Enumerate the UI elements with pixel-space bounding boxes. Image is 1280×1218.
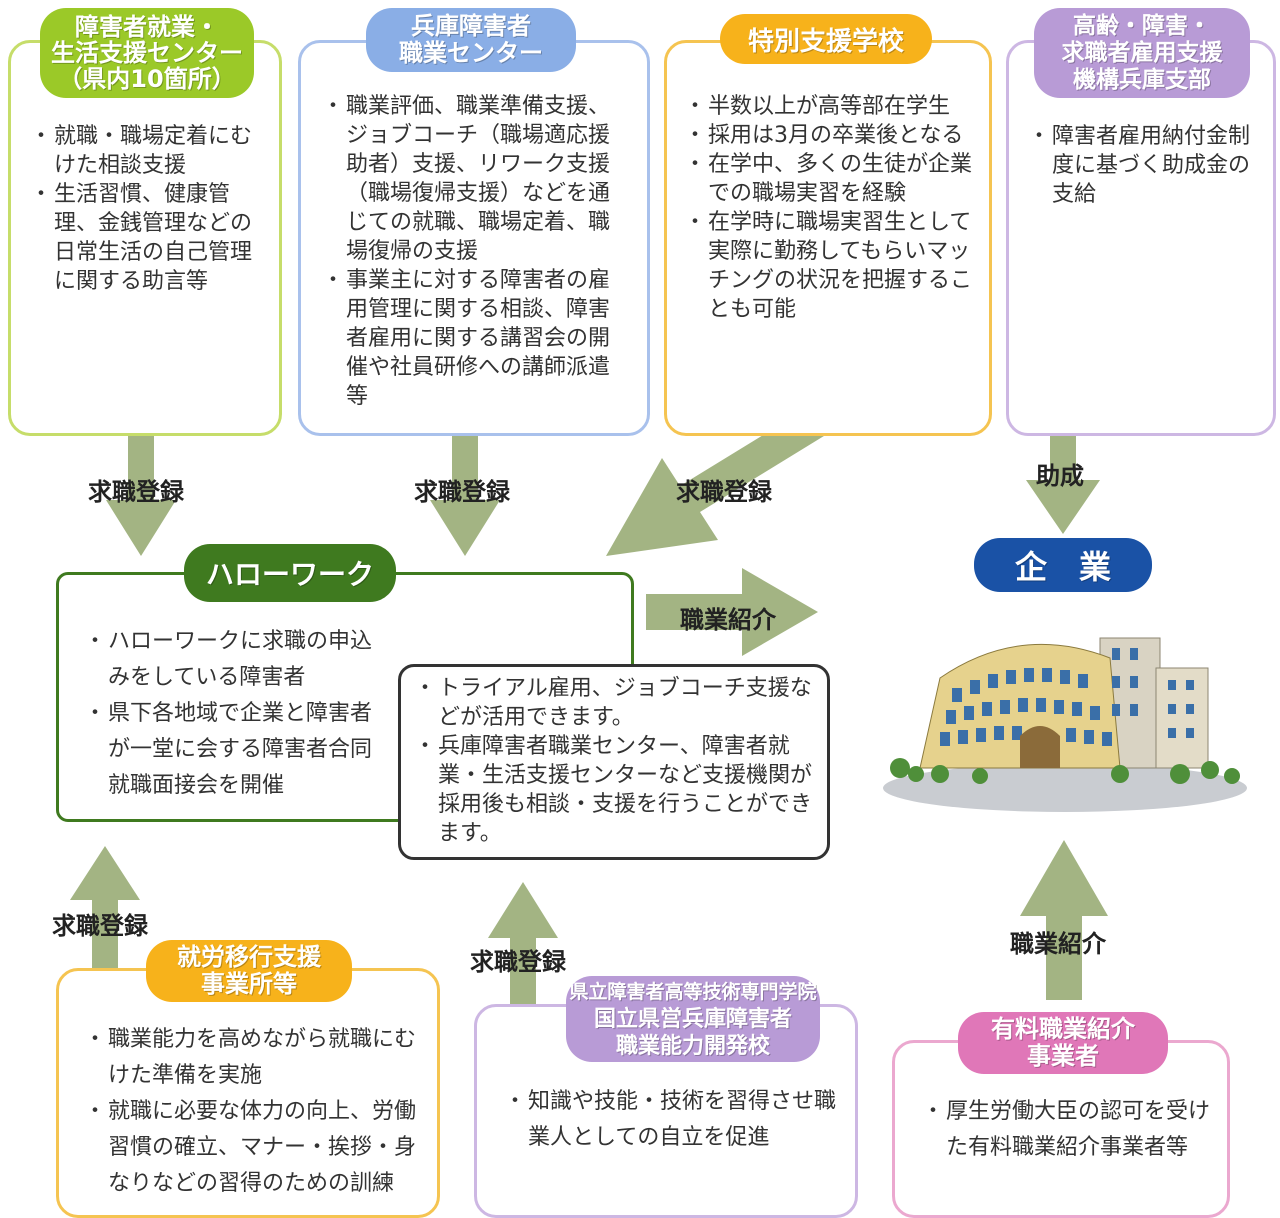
yuryo-shokai-items: 厚生労働大臣の認可を受けた有料職業紹介事業者等	[922, 1094, 1212, 1166]
title-pill-shugyo-seikatsu: 障害者就業・ 生活支援センター （県内10箇所）	[40, 8, 254, 98]
title-pill-shuro-ikou: 就労移行支援 事業所等	[146, 940, 352, 1002]
kiko-items: 障害者雇用納付金制度に基づく助成金の支給	[1028, 122, 1258, 209]
label-josei: 助成	[1036, 462, 1084, 490]
label-shokai-bottom: 職業紹介	[1010, 930, 1106, 958]
list-item: 知識や技能・技術を習得させ職業人としての自立を促進	[504, 1084, 840, 1156]
shokugyo-center-items: 職業評価、職業準備支援、ジョブコーチ（職場適応援助者）支援、リワーク支援（職場復…	[322, 92, 630, 411]
list-item: 職業評価、職業準備支援、ジョブコーチ（職場適応援助者）支援、リワーク支援（職場復…	[322, 92, 630, 266]
label-kyushoku-2: 求職登録	[414, 478, 510, 506]
shugyo-seikatsu-items: 就職・職場定着にむけた相談支援 生活習慣、健康管理、金銭管理などの日常生活の自己…	[30, 122, 262, 296]
shuro-ikou-items: 職業能力を高めながら就職にむけた準備を実施 就職に必要な体力の向上、労働習慣の確…	[84, 1022, 424, 1202]
list-item: 就職に必要な体力の向上、労働習慣の確立、マナー・挨拶・身なりなどの習得のための訓…	[84, 1094, 424, 1202]
list-item: 在学時に職場実習生として実際に勤務してもらいマッチングの状況を把握することも可能	[684, 208, 976, 324]
list-item: 障害者雇用納付金制度に基づく助成金の支給	[1028, 122, 1258, 209]
hellowork-title-pill: ハローワーク	[184, 544, 396, 602]
label-kyushoku-5: 求職登録	[470, 948, 566, 976]
company-building-illustration	[883, 637, 1247, 812]
label-kyushoku-4: 求職登録	[52, 912, 148, 940]
list-item: 事業主に対する障害者の雇用管理に関する相談、障害者雇用に関する講習会の開催や社員…	[322, 266, 630, 411]
list-item: 半数以上が高等部在学生	[684, 92, 976, 121]
list-item: 厚生労働大臣の認可を受けた有料職業紹介事業者等	[922, 1094, 1212, 1166]
list-item: トライアル雇用、ジョブコーチ支援などが活用できます。	[414, 674, 818, 732]
arrow-down-center1	[106, 412, 176, 556]
arrow-up-left	[70, 846, 140, 992]
list-item: 県下各地域で企業と障害者が一堂に会する障害者合同就職面接会を開催	[84, 696, 384, 804]
kiko-box	[1006, 40, 1276, 436]
list-item: ハローワークに求職の申込みをしている障害者	[84, 624, 384, 696]
label-kyushoku-3: 求職登録	[676, 478, 772, 506]
list-item: 在学中、多くの生徒が企業での職場実習を経験	[684, 150, 976, 208]
noryoku-kaihatsu-items: 知識や技能・技術を習得させ職業人としての自立を促進	[504, 1084, 840, 1156]
list-item: 生活習慣、健康管理、金銭管理などの日常生活の自己管理に関する助言等	[30, 180, 262, 296]
list-item: 職業能力を高めながら就職にむけた準備を実施	[84, 1022, 424, 1094]
arrow-right-shokai	[646, 568, 818, 656]
arrow-up-right	[1020, 840, 1108, 1000]
title-pill-kiko: 高齢・障害・ 求職者雇用支援 機構兵庫支部	[1034, 8, 1250, 98]
label-kyushoku-1: 求職登録	[88, 478, 184, 506]
arrow-down-kigyo	[1026, 412, 1100, 534]
title-pill-school: 特別支援学校	[720, 14, 932, 64]
kigyo-title-pill: 企 業	[974, 538, 1152, 592]
arrow-down-center2	[430, 412, 500, 556]
hellowork-items: ハローワークに求職の申込みをしている障害者 県下各地域で企業と障害者が一堂に会す…	[84, 624, 384, 804]
list-item: 就職・職場定着にむけた相談支援	[30, 122, 262, 180]
title-pill-noryoku-kaihatsu: 県立障害者高等技術専門学院 国立県営兵庫障害者 職業能力開発校	[566, 976, 820, 1062]
label-shokai-main: 職業紹介	[680, 606, 776, 634]
arrow-up-middle	[488, 882, 558, 1030]
support-note-items: トライアル雇用、ジョブコーチ支援などが活用できます。 兵庫障害者職業センター、障…	[414, 674, 818, 848]
list-item: 兵庫障害者職業センター、障害者就業・生活支援センターなど支援機関が採用後も相談・…	[414, 732, 818, 848]
title-pill-shokugyo-center: 兵庫障害者 職業センター	[366, 8, 576, 72]
school-items: 半数以上が高等部在学生 採用は3月の卒業後となる 在学中、多くの生徒が企業での職…	[684, 92, 976, 324]
list-item: 採用は3月の卒業後となる	[684, 121, 976, 150]
title-pill-yuryo-shokai: 有料職業紹介 事業者	[958, 1012, 1168, 1074]
